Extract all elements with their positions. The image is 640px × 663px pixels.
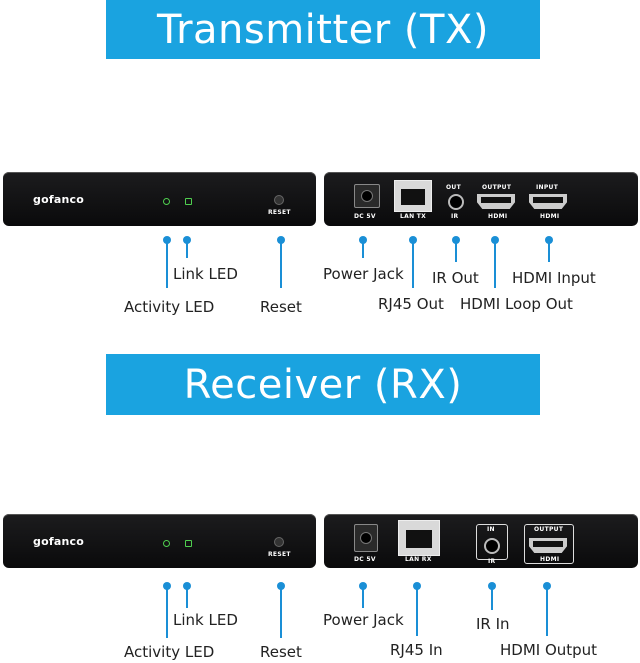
tx-ir-print: IR [451, 213, 459, 220]
rx-link-led-icon [185, 540, 192, 547]
rx-rj45-port-icon [398, 520, 440, 556]
tx-hdmi1-print: HDMI [488, 213, 508, 220]
rx-in-tag: IN [487, 526, 495, 533]
tx-reset-print: RESET [268, 209, 291, 216]
tx-reset-label: Reset [260, 298, 302, 316]
rx-link-led-label: Link LED [173, 611, 238, 629]
rx-ir-jack-icon [484, 538, 500, 554]
tx-rj45-label: RJ45 Out [378, 295, 444, 313]
rx-power-line [362, 586, 364, 608]
tx-lan-print: LAN TX [400, 213, 427, 220]
rx-ir-print: IR [488, 558, 496, 565]
tx-hdmi-input-label: HDMI Input [512, 269, 596, 287]
rx-reset-line [280, 586, 282, 638]
tx-input-tag: INPUT [536, 184, 559, 191]
rx-ir-label: IR In [476, 615, 510, 633]
tx-hdmi-input-line [548, 240, 550, 262]
tx-activity-led-line [166, 240, 168, 288]
rx-hdmi-output-line [546, 586, 548, 636]
rx-reset-label: Reset [260, 643, 302, 661]
rx-brand-logo: gofanco [33, 535, 84, 548]
rx-reset-print: RESET [268, 551, 291, 558]
rx-power-jack-icon [354, 524, 378, 552]
tx-rear-panel: DC 5V LAN TX OUT IR OUTPUT HDMI INPUT HD… [324, 172, 638, 226]
tx-activity-led-label: Activity LED [124, 298, 215, 316]
rx-rj45-label: RJ45 In [390, 641, 443, 659]
rx-dc-print: DC 5V [354, 556, 376, 563]
rx-lan-print: LAN RX [405, 556, 432, 563]
tx-front-panel: gofanco RESET [3, 172, 316, 226]
tx-hdmi-loop-label: HDMI Loop Out [460, 295, 573, 313]
tx-ir-jack-icon [448, 194, 464, 210]
receiver-banner: Receiver (RX) [106, 354, 540, 415]
tx-hdmi-loop-port-icon [477, 194, 515, 209]
tx-rj45-line [412, 240, 414, 288]
tx-power-line [362, 240, 364, 258]
tx-link-led-icon [185, 198, 192, 205]
transmitter-banner: Transmitter (TX) [106, 0, 540, 59]
tx-activity-led-icon [163, 198, 170, 205]
tx-link-led-label: Link LED [173, 265, 238, 283]
rx-hdmi-frame [524, 524, 574, 564]
tx-brand-logo: gofanco [33, 193, 84, 206]
rx-activity-led-label: Activity LED [124, 643, 215, 661]
tx-hdmi2-print: HDMI [540, 213, 560, 220]
rx-activity-led-icon [163, 540, 170, 547]
tx-power-jack-label: Power Jack [323, 265, 404, 283]
rx-hdmi-output-label: HDMI Output [500, 641, 598, 659]
tx-reset-button[interactable] [274, 195, 284, 205]
rx-reset-button[interactable] [274, 537, 284, 547]
tx-out-tag: OUT [446, 184, 461, 191]
rx-output-tag: OUTPUT [534, 526, 564, 533]
tx-link-led-line [186, 240, 188, 258]
rx-ir-line [491, 586, 493, 610]
rx-hdmi-output-port-icon [529, 538, 567, 553]
rx-hdmi-print: HDMI [540, 556, 560, 563]
tx-ir-label: IR Out [432, 269, 479, 287]
rx-front-panel: gofanco RESET [3, 514, 316, 568]
rx-rear-panel: DC 5V LAN RX IN IR OUTPUT HDMI [324, 514, 638, 568]
transmitter-title: Transmitter (TX) [157, 6, 489, 53]
rx-link-led-line [186, 586, 188, 608]
tx-dc-print: DC 5V [354, 213, 376, 220]
tx-hdmi-input-port-icon [529, 194, 567, 209]
tx-output-tag: OUTPUT [482, 184, 512, 191]
tx-hdmi-loop-line [494, 240, 496, 288]
receiver-title: Receiver (RX) [183, 361, 463, 408]
tx-ir-line [455, 240, 457, 262]
rx-ir-frame [476, 524, 508, 560]
rx-rj45-line [416, 586, 418, 636]
tx-rj45-port-icon [394, 180, 432, 212]
rx-activity-led-line [166, 586, 168, 638]
rx-power-jack-label: Power Jack [323, 611, 404, 629]
tx-power-jack-icon [354, 184, 380, 208]
tx-reset-line [280, 240, 282, 288]
